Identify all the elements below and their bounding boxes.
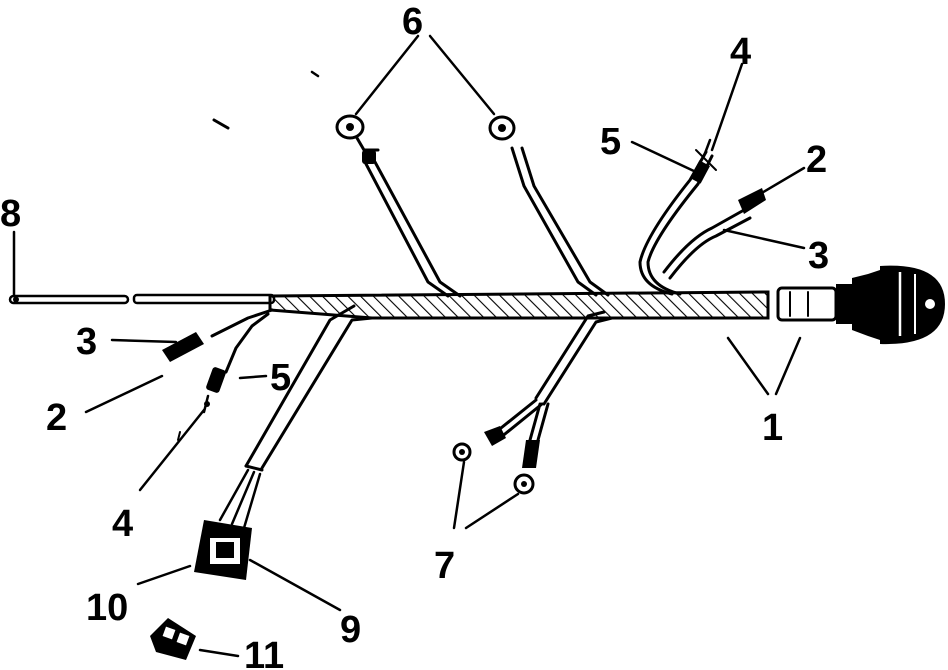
callout-3-right: 3: [808, 235, 829, 277]
callout-2-right: 2: [806, 139, 827, 181]
callout-1: 1: [762, 407, 783, 449]
callout-6: 6: [402, 1, 423, 43]
callout-4-left: 4: [112, 503, 133, 545]
spare-plug-part-11: [150, 618, 196, 660]
callout-5-left: 5: [270, 357, 291, 399]
ring-terminal-branch-left: [335, 114, 462, 298]
callout-11: 11: [244, 635, 284, 670]
harness-connector-plug: [776, 265, 945, 345]
right-sensor-leads: [638, 138, 766, 296]
callout-9: 9: [340, 609, 361, 651]
plug-branch: [194, 304, 374, 580]
callout-3-left: 3: [76, 321, 97, 363]
ground-terminal-branch: [452, 310, 614, 495]
callout-10: 10: [86, 587, 128, 629]
callout-2-left: 2: [46, 397, 67, 439]
main-harness-trunk: [8, 290, 770, 320]
callout-4-top: 4: [730, 31, 751, 73]
callout-5-top: 5: [600, 121, 621, 163]
leader-lines: [12, 34, 806, 658]
stray-marks: [177, 70, 320, 441]
callout-7: 7: [434, 545, 455, 587]
ring-terminal-branch-right: [488, 115, 610, 297]
left-sensor-leads: [162, 308, 274, 414]
callout-8: 8: [0, 193, 21, 235]
